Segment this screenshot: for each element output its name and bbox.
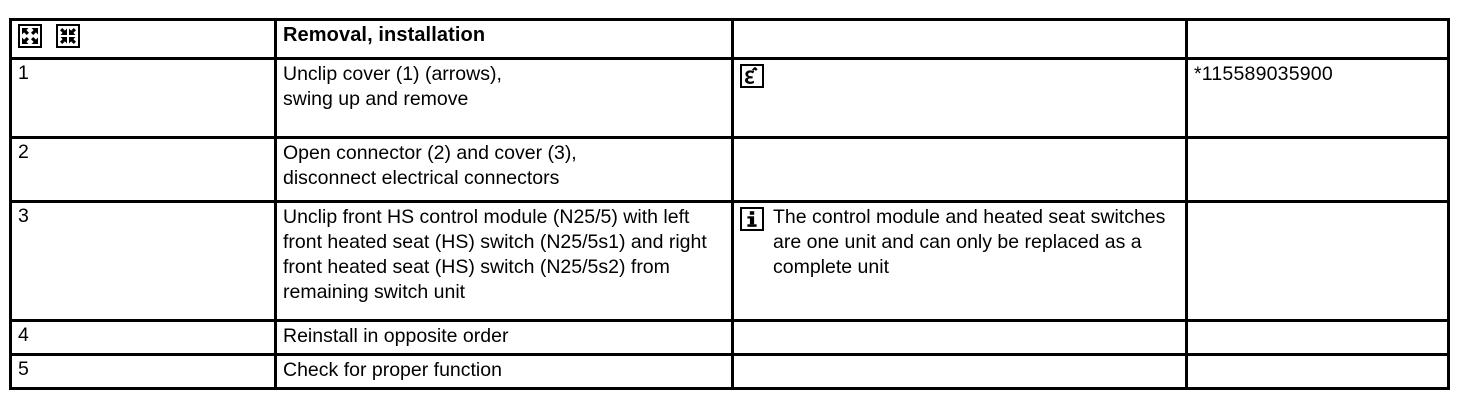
header-cell-title: Removal, installation: [274, 18, 734, 60]
step-number: 5: [18, 358, 29, 380]
step-number-cell: 3: [9, 200, 277, 322]
step-number-cell: 1: [9, 57, 277, 139]
info-icon: [740, 207, 764, 231]
work-instruction-text: Unclip cover (1) (arrows), swing up and …: [283, 63, 502, 110]
note-text: The control module and heated seat switc…: [773, 206, 1166, 278]
work-instruction-cell: Check for proper function: [274, 353, 734, 390]
work-instruction-text: Unclip front HS control module (N25/5) w…: [283, 206, 707, 303]
special-tool-icon: [740, 64, 764, 88]
procedure-title: Removal, installation: [283, 24, 486, 46]
procedure-table: Removal, installation 1 Unclip cover (1)…: [9, 18, 1450, 390]
header-cell-notes: [731, 18, 1188, 60]
step-number-cell: 4: [9, 319, 277, 356]
work-instruction-text: Open connector (2) and cover (3), discon…: [283, 142, 577, 189]
work-instruction-cell: Open connector (2) and cover (3), discon…: [274, 136, 734, 203]
note-cell: [731, 353, 1188, 390]
step-number-cell: 5: [9, 353, 277, 390]
header-cell-icons: [9, 18, 277, 60]
collapse-arrows-icon[interactable]: [56, 24, 80, 48]
step-number: 3: [18, 205, 29, 227]
table-row: 3 Unclip front HS control module (N25/5)…: [9, 200, 1450, 322]
expand-arrows-icon[interactable]: [18, 24, 42, 48]
table-row: 1 Unclip cover (1) (arrows), swing up an…: [9, 57, 1450, 139]
note-cell: [731, 319, 1188, 356]
table-row: 4 Reinstall in opposite order: [9, 319, 1450, 356]
part-number-cell: *115589035900: [1185, 57, 1450, 139]
work-instruction-cell: Reinstall in opposite order: [274, 319, 734, 356]
header-cell-parts: [1185, 18, 1450, 60]
table-header-row: Removal, installation: [9, 18, 1450, 60]
part-number-cell: [1185, 200, 1450, 322]
part-number-cell: [1185, 353, 1450, 390]
step-number: 4: [18, 324, 29, 346]
note-cell: [731, 136, 1188, 203]
table-row: 5 Check for proper function: [9, 353, 1450, 390]
work-instruction-cell: Unclip front HS control module (N25/5) w…: [274, 200, 734, 322]
part-number: *115589035900: [1194, 63, 1333, 85]
part-number-cell: [1185, 136, 1450, 203]
note-cell: [731, 57, 1188, 139]
work-instruction-text: Reinstall in opposite order: [283, 325, 509, 347]
table-row: 2 Open connector (2) and cover (3), disc…: [9, 136, 1450, 203]
work-instruction-cell: Unclip cover (1) (arrows), swing up and …: [274, 57, 734, 139]
part-number-cell: [1185, 319, 1450, 356]
work-instruction-text: Check for proper function: [283, 359, 502, 381]
step-number-cell: 2: [9, 136, 277, 203]
note-cell: The control module and heated seat switc…: [731, 200, 1188, 322]
header-icon-group: [18, 23, 268, 48]
step-number: 2: [18, 141, 29, 163]
step-number: 1: [18, 62, 29, 84]
